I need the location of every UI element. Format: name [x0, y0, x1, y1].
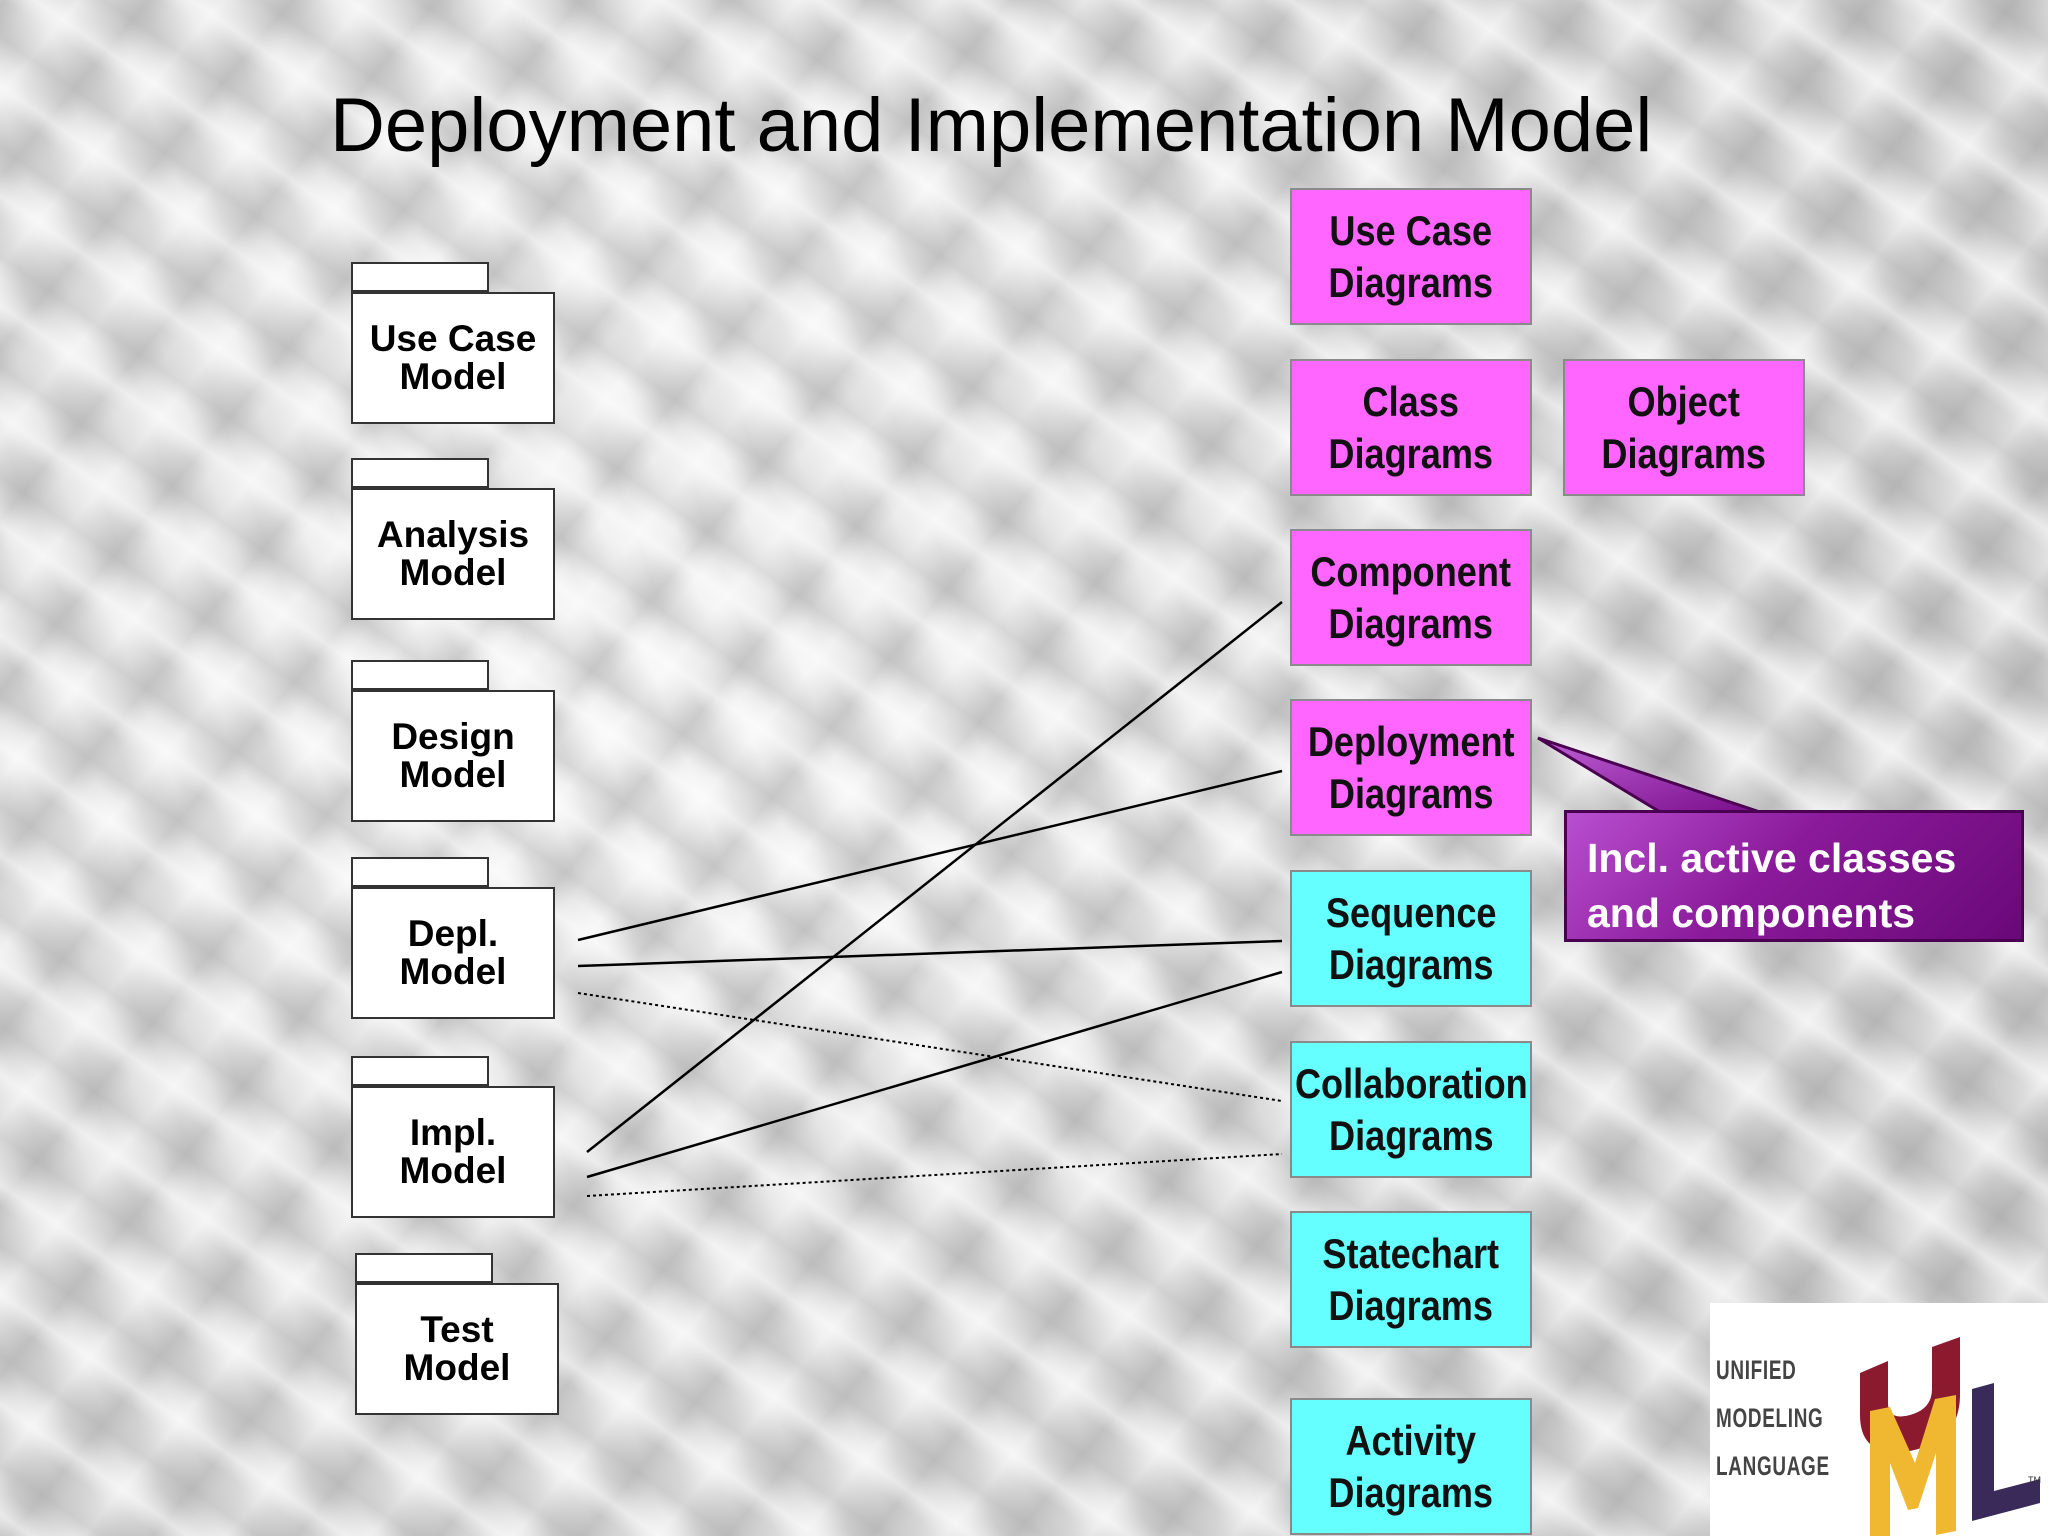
- box-label: Class Diagrams: [1328, 377, 1494, 477]
- package-body: Analysis Model: [351, 488, 555, 620]
- connector-impl-sequence: [586, 970, 1283, 1179]
- callout-note: Incl. active classes and components: [1564, 810, 2024, 942]
- uml-logo: UNIFIED MODELING LANGUAGE TM: [1710, 1303, 2048, 1536]
- package-body: Impl. Model: [351, 1086, 555, 1218]
- connector-impl-collaboration: [586, 1153, 1283, 1197]
- box-use-case-diagrams: Use Case Diagrams: [1290, 188, 1532, 325]
- package-tab: [351, 458, 489, 488]
- package-tab: [351, 262, 489, 292]
- box-activity-diagrams: Activity Diagrams: [1290, 1398, 1532, 1535]
- package-body: Use Case Model: [351, 292, 555, 424]
- package-label: Test Model: [403, 1309, 511, 1388]
- box-label: Sequence Diagrams: [1325, 888, 1497, 988]
- box-label: Object Diagrams: [1601, 377, 1767, 477]
- package-body: Test Model: [355, 1283, 559, 1415]
- box-class-diagrams: Class Diagrams: [1290, 359, 1532, 496]
- box-component-diagrams: Component Diagrams: [1290, 529, 1532, 666]
- uml-letters-icon: TM: [1860, 1337, 2041, 1536]
- box-statechart-diagrams: Statechart Diagrams: [1290, 1211, 1532, 1348]
- package-tab: [351, 1056, 489, 1086]
- package-label: Analysis Model: [376, 514, 530, 593]
- logo-text-unified: UNIFIED: [1716, 1355, 1797, 1385]
- box-label: Deployment Diagrams: [1307, 717, 1515, 817]
- package-body: Design Model: [351, 690, 555, 822]
- logo-tm: TM: [2028, 1475, 2041, 1485]
- connector-depl-deployment: [577, 769, 1283, 942]
- connector-depl-sequence: [577, 939, 1283, 968]
- box-label: Collaboration Diagrams: [1294, 1059, 1528, 1159]
- package-label: Use Case Model: [369, 318, 537, 397]
- box-collaboration-diagrams: Collaboration Diagrams: [1290, 1041, 1532, 1178]
- callout-text: Incl. active classes and components: [1587, 835, 1957, 936]
- box-sequence-diagrams: Sequence Diagrams: [1290, 870, 1532, 1007]
- connector-depl-collaboration: [577, 992, 1283, 1102]
- slide-title: Deployment and Implementation Model: [330, 83, 1653, 168]
- box-label: Activity Diagrams: [1328, 1416, 1494, 1516]
- box-deployment-diagrams: Deployment Diagrams: [1290, 699, 1532, 836]
- box-label: Use Case Diagrams: [1328, 206, 1494, 306]
- box-object-diagrams: Object Diagrams: [1563, 359, 1805, 496]
- logo-text-language: LANGUAGE: [1716, 1451, 1830, 1481]
- package-label: Design Model: [391, 716, 515, 795]
- package-label: Depl. Model: [399, 913, 507, 992]
- package-body: Depl. Model: [351, 887, 555, 1019]
- package-label: Impl. Model: [399, 1112, 507, 1191]
- box-label: Component Diagrams: [1310, 547, 1512, 647]
- package-tab: [351, 660, 489, 690]
- callout-pointer: [1537, 736, 1761, 814]
- package-tab: [355, 1253, 493, 1283]
- box-label: Statechart Diagrams: [1322, 1229, 1500, 1329]
- logo-text-modeling: MODELING: [1716, 1403, 1824, 1433]
- connector-impl-component: [586, 601, 1283, 1153]
- package-tab: [351, 857, 489, 887]
